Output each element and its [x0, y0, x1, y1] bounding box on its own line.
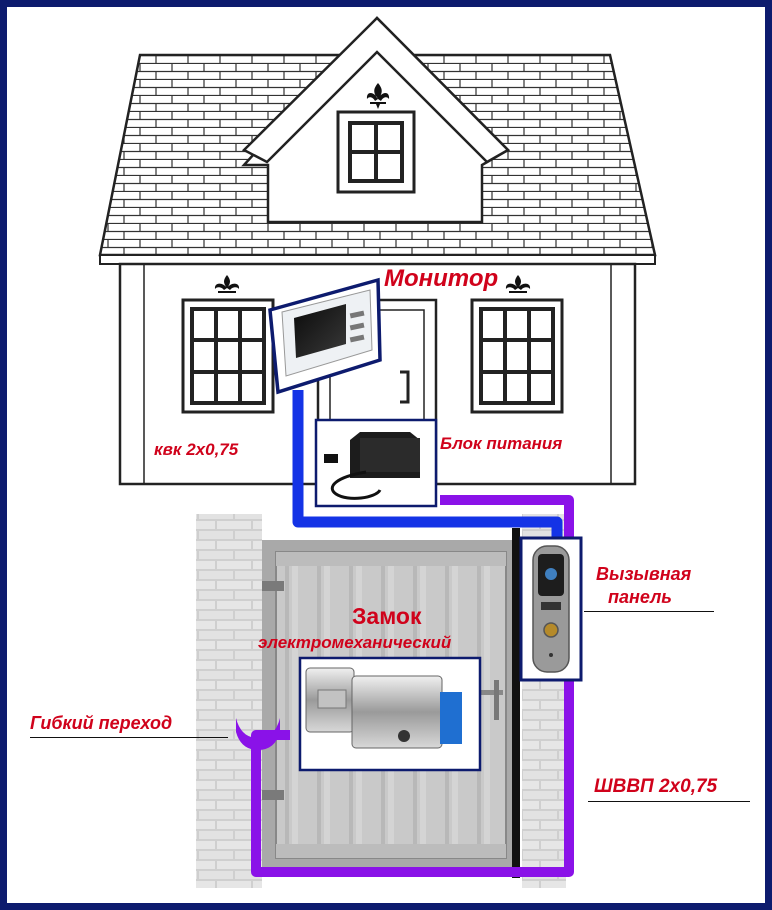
fleur-de-lis-icon: [214, 275, 240, 293]
gate-post: [512, 528, 520, 878]
gate-hinge: [262, 790, 284, 800]
call-panel-label-line1: Вызывная: [596, 564, 692, 584]
call-panel-label-line2: панель: [608, 587, 672, 607]
lock-label-line2: электромеханический: [258, 633, 452, 652]
call-panel-underline: [584, 611, 714, 612]
flex-transition-label: Гибкий переход: [30, 713, 173, 733]
fleur-de-lis-icon: [366, 83, 390, 109]
cable-shvvp-label: ШВВП 2х0,75: [594, 776, 718, 797]
cable-kvk-label: квк 2х0,75: [154, 440, 239, 459]
cable-shvvp-underline: [588, 801, 750, 802]
flex-transition-underline: [30, 737, 228, 738]
call-panel-device: [519, 536, 583, 682]
left-window: [181, 298, 275, 414]
fleur-de-lis-icon: [505, 275, 531, 293]
monitor-device: [268, 277, 382, 395]
gate-handle: [481, 690, 503, 695]
power-supply: [314, 418, 438, 508]
lock-cable: [251, 495, 574, 877]
monitor-cable: [292, 390, 563, 544]
house: [98, 16, 657, 486]
monitor-label: Монитор: [384, 265, 499, 292]
lock-label-line1: Замок: [352, 603, 422, 629]
lock-device: [298, 656, 482, 772]
flex-transition-icon: [236, 718, 280, 750]
gate-hinge: [262, 581, 284, 591]
power-unit-label: Блок питания: [440, 434, 563, 453]
right-window: [470, 298, 564, 414]
